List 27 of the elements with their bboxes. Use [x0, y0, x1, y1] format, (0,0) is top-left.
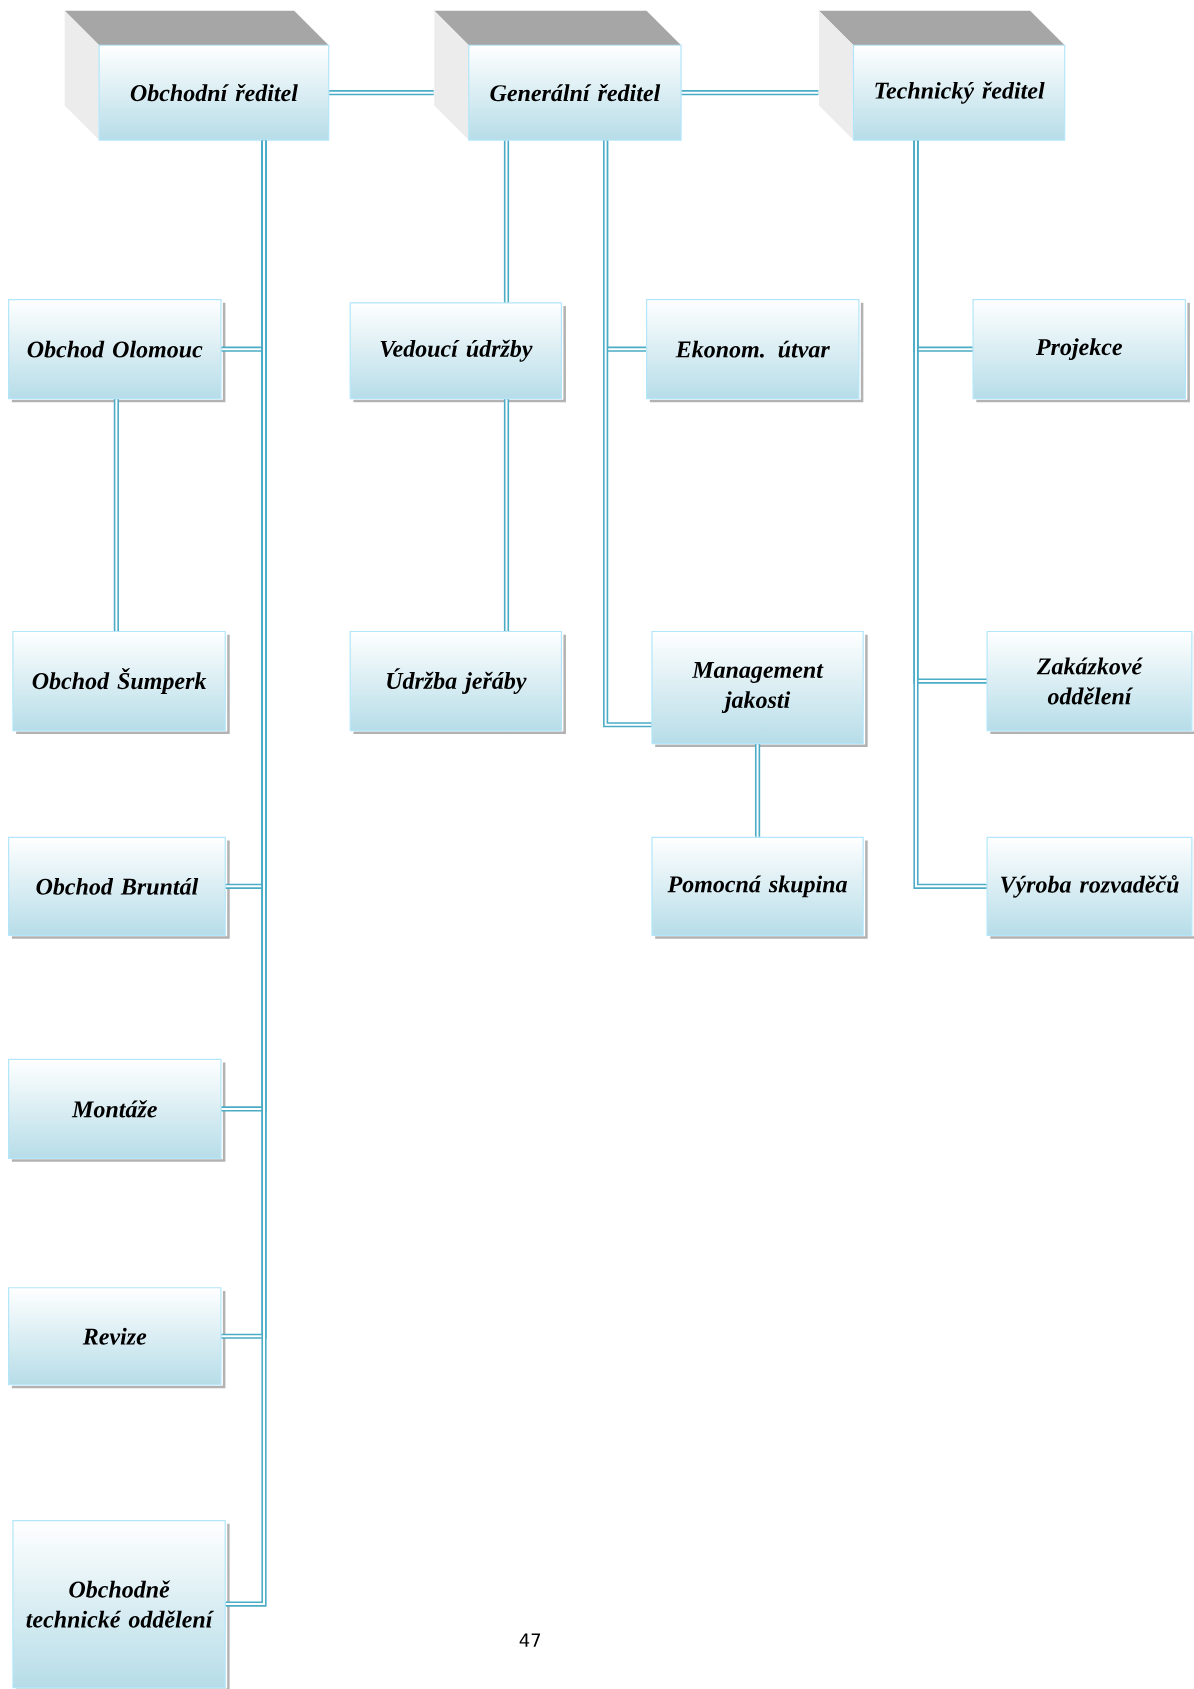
- org-box: Zakázkové oddělení: [986, 630, 1194, 735]
- page-number: 47: [519, 1633, 541, 1647]
- connector-line: [754, 743, 761, 838]
- org-box: Obchod Olomouc: [8, 298, 226, 403]
- connector-line: [503, 139, 510, 304]
- connector-line: [113, 398, 119, 632]
- org-box: Vedoucí údržby: [349, 302, 566, 403]
- org-box: Údržba jeřáby: [349, 630, 566, 735]
- connector-line: [224, 139, 267, 1607]
- org-box: Obchod Bruntál: [8, 836, 230, 939]
- connector-line: [603, 139, 653, 728]
- org-box: Obchodně technické oddělení: [12, 1519, 230, 1689]
- 3d-box: Obchodní ředitel: [64, 10, 330, 141]
- 3d-box: Technický ředitel: [819, 10, 1066, 141]
- org-box: Management jakosti: [651, 630, 868, 747]
- org-box: Pomocná skupina: [651, 836, 868, 939]
- connector-line: [680, 90, 820, 96]
- connector-line: [328, 90, 435, 96]
- 3d-box: Generální ředitel: [434, 10, 682, 141]
- org-box: Revize: [8, 1287, 226, 1389]
- org-box: Obchod Šumperk: [12, 630, 230, 735]
- org-box: Projekce: [972, 298, 1190, 403]
- connector-line: [913, 139, 988, 889]
- org-box: Montáže: [8, 1058, 226, 1162]
- org-box: Výroba rozvaděčů: [986, 836, 1194, 939]
- org-box: Ekonom. útvar: [646, 298, 864, 403]
- connector-line: [503, 398, 510, 632]
